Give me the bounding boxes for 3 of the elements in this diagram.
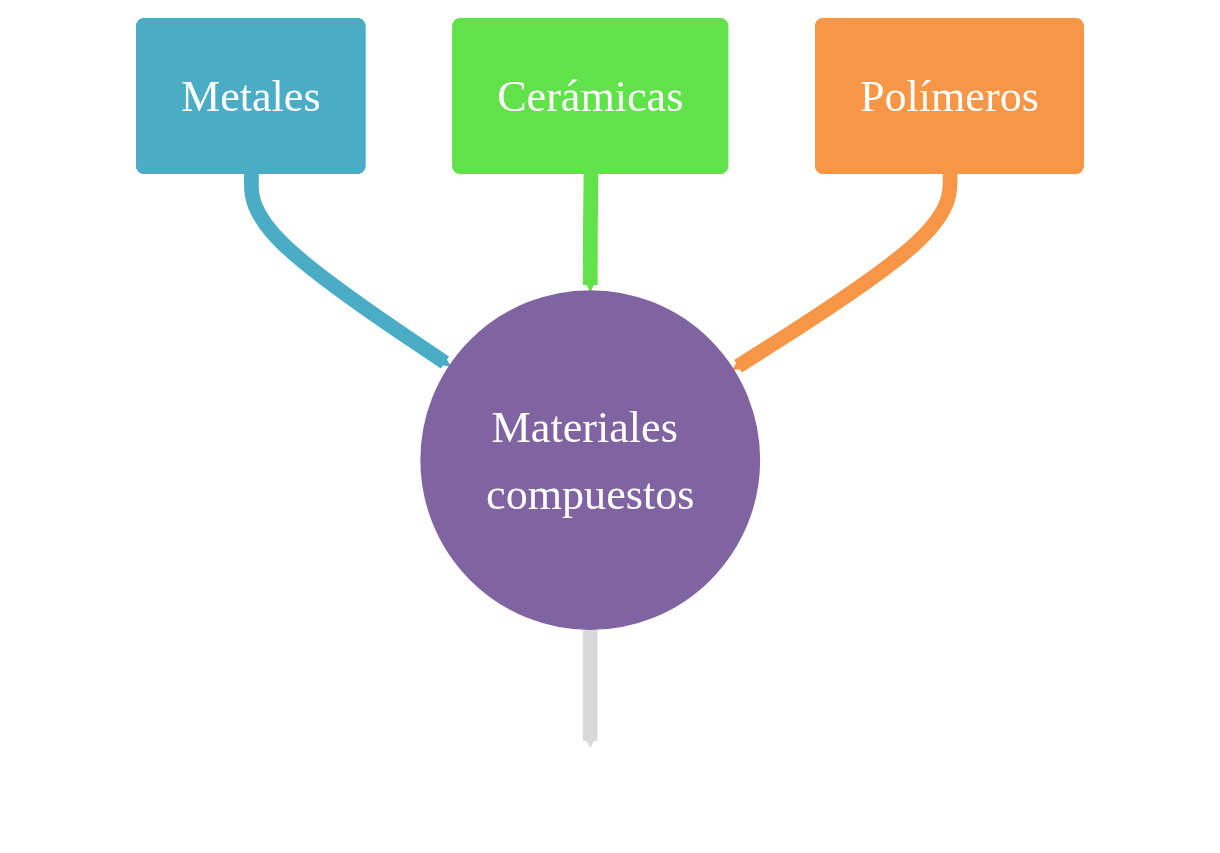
node-circle: Materiales compuestos (420, 289, 761, 630)
arrow (583, 628, 598, 748)
arrow (583, 173, 599, 291)
